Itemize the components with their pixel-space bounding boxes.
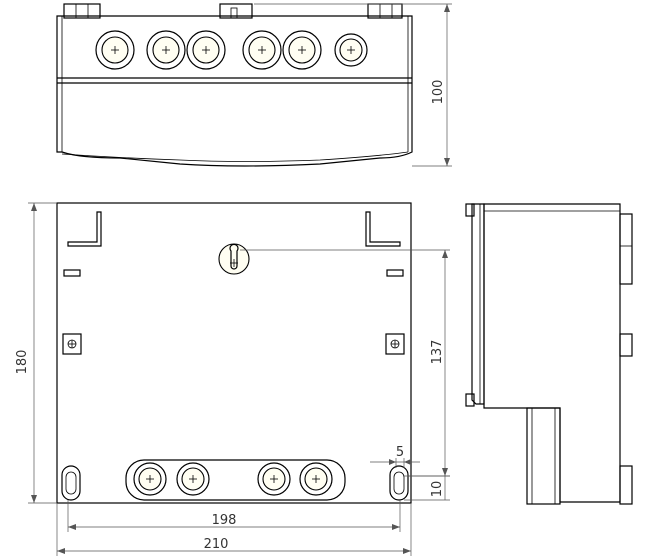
oval-slot-right bbox=[389, 465, 409, 501]
dimension-180: 180 bbox=[15, 202, 57, 504]
small-slot-right bbox=[386, 269, 404, 277]
side-body bbox=[483, 203, 621, 503]
top-gland-6 bbox=[334, 33, 368, 67]
side-lower-block bbox=[526, 407, 561, 505]
dim-label-10: 10 bbox=[430, 481, 445, 498]
bottom-gland-3 bbox=[257, 462, 291, 496]
side-latch-top bbox=[619, 213, 633, 285]
top-latch-left bbox=[63, 3, 101, 19]
dim-label-198: 198 bbox=[212, 513, 237, 528]
top-gland-1 bbox=[95, 30, 135, 70]
dim-label-180: 180 bbox=[15, 350, 30, 375]
side-latch-bottom bbox=[619, 465, 633, 505]
top-view-body bbox=[56, 15, 413, 167]
dim-label-100: 100 bbox=[431, 80, 446, 105]
front-view: 180 137 5 10 bbox=[15, 202, 450, 556]
bottom-gland-1 bbox=[133, 462, 167, 496]
side-mount-clip bbox=[465, 203, 475, 217]
bracket-left bbox=[67, 211, 102, 247]
top-gland-4 bbox=[242, 30, 282, 70]
bottom-gland-strip bbox=[125, 459, 346, 501]
dim-label-5: 5 bbox=[396, 445, 404, 460]
side-mount-clip-lower bbox=[465, 393, 475, 407]
small-slot-left bbox=[63, 269, 81, 277]
bracket-right bbox=[365, 211, 401, 247]
top-view: 100 bbox=[56, 3, 452, 167]
side-view bbox=[465, 203, 633, 505]
top-gland-5 bbox=[282, 30, 322, 70]
front-view-body bbox=[56, 202, 412, 504]
side-back-plate bbox=[471, 203, 485, 405]
screw-left bbox=[62, 333, 82, 355]
top-gland-3 bbox=[186, 30, 226, 70]
oval-slot-left bbox=[61, 465, 81, 501]
bottom-gland-4 bbox=[299, 462, 333, 496]
screw-right bbox=[385, 333, 405, 355]
dimension-210: 210 bbox=[56, 503, 412, 556]
side-latch-middle bbox=[619, 333, 633, 357]
dim-label-210: 210 bbox=[204, 537, 229, 552]
top-gland-2 bbox=[146, 30, 186, 70]
dimension-137: 137 bbox=[240, 249, 450, 477]
bottom-gland-2 bbox=[176, 462, 210, 496]
dimension-100: 100 bbox=[254, 3, 452, 167]
dimension-198: 198 bbox=[67, 500, 401, 532]
dim-label-137: 137 bbox=[430, 340, 445, 365]
keyhole-mount bbox=[218, 243, 250, 275]
dimension-10: 10 bbox=[404, 475, 450, 501]
dimension-5: 5 bbox=[370, 445, 420, 468]
